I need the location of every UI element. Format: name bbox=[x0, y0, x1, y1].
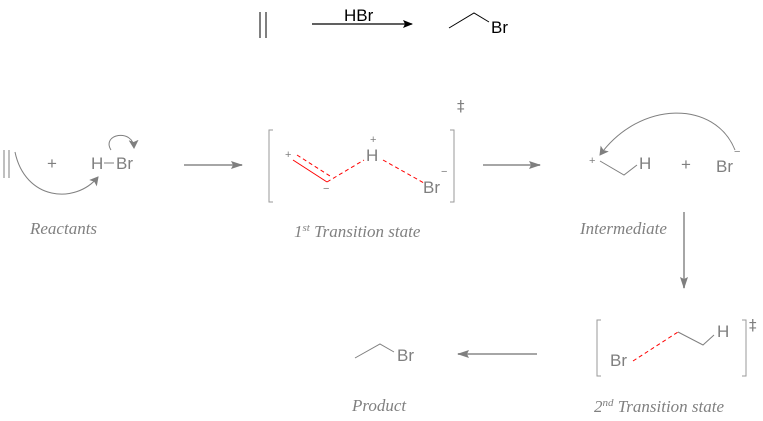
ts2-label: 2nd Transition state bbox=[594, 397, 725, 416]
ts2-brackets bbox=[596, 319, 747, 377]
curved-arrow-pi-to-h bbox=[14, 151, 99, 195]
reagent-hbr-label: HBr bbox=[344, 6, 374, 25]
intermediate-plus: + bbox=[681, 155, 691, 174]
overall-product-chain bbox=[448, 12, 490, 29]
ts2-double-dagger: ‡ bbox=[749, 316, 757, 334]
ts2-partial-bond bbox=[632, 331, 679, 362]
ts2-h-atom: H bbox=[717, 322, 730, 341]
reactant-ethene-double-bond bbox=[3, 150, 10, 178]
reactants-label: Reactants bbox=[30, 219, 98, 238]
ts1-label: 1st Transition state bbox=[294, 222, 421, 241]
ts1-plus-charge-c: + bbox=[285, 149, 292, 161]
ts1-partial-bonds bbox=[292, 154, 425, 184]
ts1-minus-charge-br: − bbox=[441, 166, 448, 178]
product-label: Product bbox=[352, 396, 407, 415]
ts1-minus-charge-c: − bbox=[323, 183, 330, 195]
intermediate-br-minus-charge: − bbox=[734, 146, 741, 158]
ts1-br-atom: Br bbox=[423, 178, 440, 197]
intermediate-plus-charge: + bbox=[589, 155, 596, 167]
ts1-brackets bbox=[268, 129, 455, 203]
intermediate-chain bbox=[599, 160, 638, 176]
intermediate-h-atom: H bbox=[639, 154, 652, 173]
ts1-h-atom: H bbox=[366, 146, 379, 165]
intermediate-br-atom: Br bbox=[716, 157, 733, 176]
product-chain bbox=[354, 343, 395, 359]
product-br-atom: Br bbox=[397, 346, 414, 365]
curved-arrow-bond-to-br bbox=[108, 134, 139, 151]
ts1-double-dagger: ‡ bbox=[457, 97, 465, 115]
ts1-plus-charge-h: + bbox=[370, 134, 377, 146]
overall-ethene-double-bond bbox=[259, 12, 267, 38]
ts2-chain bbox=[677, 331, 715, 346]
overall-product-br: Br bbox=[491, 18, 508, 37]
reactant-br-atom: Br bbox=[116, 154, 133, 173]
reactants-plus: + bbox=[47, 154, 57, 173]
ts2-br-atom: Br bbox=[610, 351, 627, 370]
intermediate-label: Intermediate bbox=[580, 219, 667, 238]
reactant-h-atom: H bbox=[91, 154, 104, 173]
curved-arrow-br-to-carbocation bbox=[599, 112, 736, 156]
